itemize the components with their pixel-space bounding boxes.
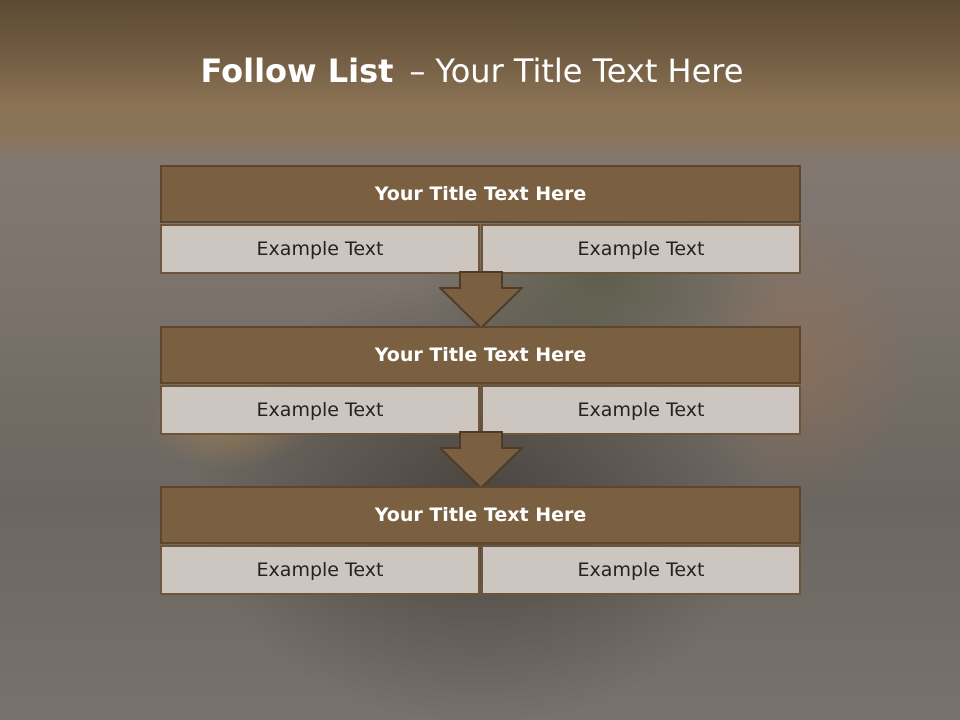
page-title-rest: Your Title Text Here [435,52,744,90]
step-3-title: Your Title Text Here [160,486,801,544]
step-block-1: Your Title Text Here Example Text Exampl… [160,165,801,274]
page-title-separator: – [409,52,426,90]
step-1-row: Example Text Example Text [160,224,801,274]
title-band [0,0,960,165]
step-1-title: Your Title Text Here [160,165,801,223]
step-1-cell-left: Example Text [160,224,480,274]
step-block-3: Your Title Text Here Example Text Exampl… [160,486,801,595]
step-3-cell-left: Example Text [160,545,480,595]
down-arrow-icon [439,431,523,489]
page-title-bold: Follow List [200,52,394,90]
step-2-cell-left: Example Text [160,385,480,435]
page-title: Follow List–Your Title Text Here [0,52,944,90]
step-2-row: Example Text Example Text [160,385,801,435]
step-2-title: Your Title Text Here [160,326,801,384]
step-block-2: Your Title Text Here Example Text Exampl… [160,326,801,435]
step-3-row: Example Text Example Text [160,545,801,595]
down-arrow-icon [439,271,523,329]
step-2-cell-right: Example Text [481,385,801,435]
step-1-cell-right: Example Text [481,224,801,274]
step-3-cell-right: Example Text [481,545,801,595]
